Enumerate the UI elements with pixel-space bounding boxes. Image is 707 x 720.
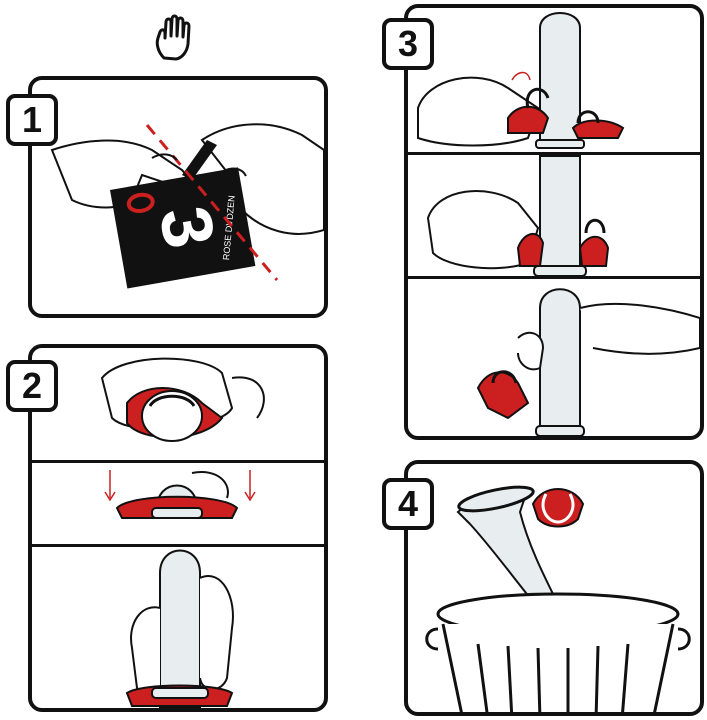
step-3-panel (404, 4, 704, 440)
step-4-illustration (425, 485, 691, 712)
step-2-divider-1 (32, 460, 324, 463)
scissor-cut-line (145, 124, 279, 281)
step-2-illustration (100, 357, 265, 708)
step-3-divider-1 (408, 152, 700, 155)
step-3-illustration (417, 12, 700, 436)
step-3-number: 3 (382, 18, 434, 70)
step-2-number: 2 (6, 360, 58, 412)
step-2-divider-2 (32, 544, 324, 547)
step-2-panel (28, 344, 328, 712)
step-1-panel: 3 ROSE DVDZEN (28, 76, 328, 318)
trash-bin-icon (425, 592, 691, 712)
step-3-divider-2 (408, 276, 700, 279)
step-4-number: 4 (382, 478, 434, 530)
step-4-panel (404, 460, 704, 716)
step-1-number: 1 (6, 94, 58, 146)
step-1-illustration: 3 ROSE DVDZEN (50, 123, 324, 289)
